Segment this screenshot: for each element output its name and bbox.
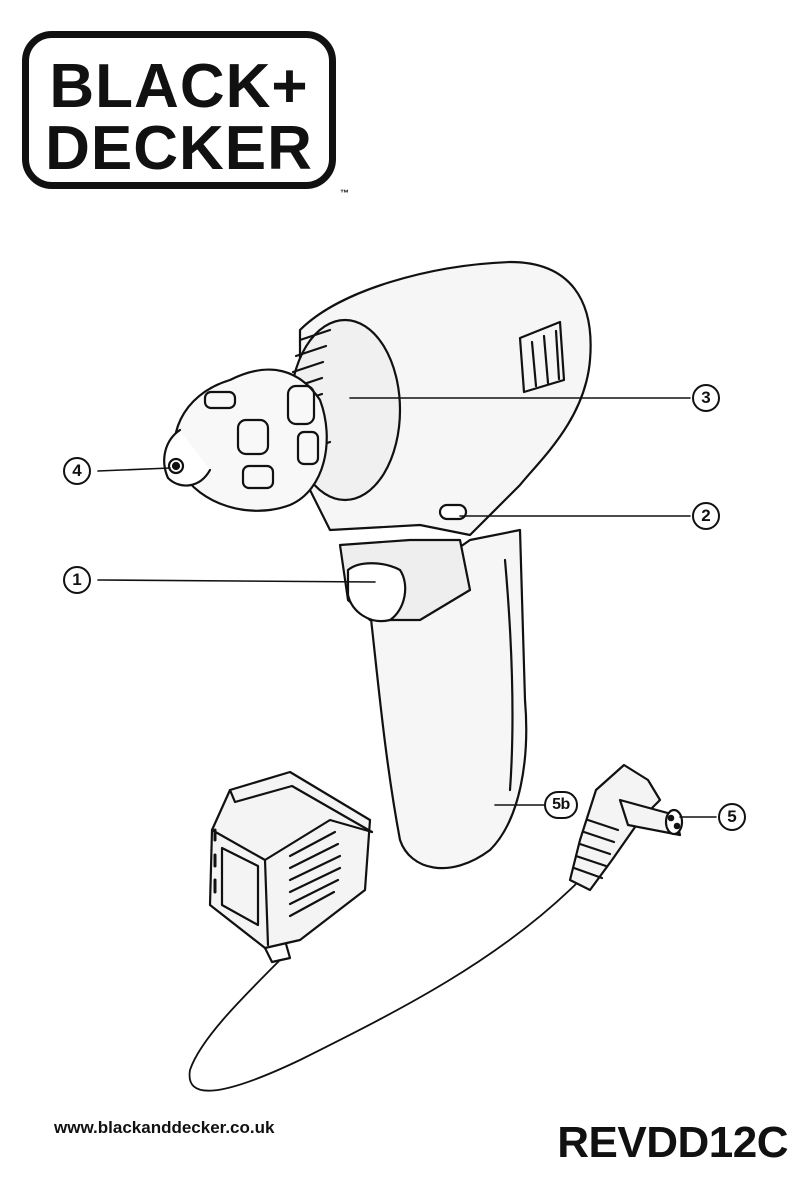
callout-3: 3: [692, 384, 720, 412]
trademark-symbol: ™: [340, 188, 349, 198]
brand-logo-line-1: BLACK+: [49, 52, 309, 121]
barrel-connector: [568, 763, 684, 892]
callout-5: 5: [718, 803, 746, 831]
website-url: www.blackanddecker.co.uk: [54, 1118, 275, 1137]
drill-body: [163, 260, 592, 870]
charger-cable: [188, 879, 581, 1092]
callout-5b: 5b: [544, 791, 578, 819]
leader-lines: [97, 397, 717, 818]
callout-2: 2: [692, 502, 720, 530]
callout-1: 1: [63, 566, 91, 594]
model-number: REVDD12C: [557, 1118, 788, 1167]
charger-plug: [208, 770, 374, 964]
callout-4: 4: [63, 457, 91, 485]
brand-logo-line-2: DECKER: [45, 114, 313, 183]
brand-logo: BLACK+ DECKER: [22, 31, 336, 189]
